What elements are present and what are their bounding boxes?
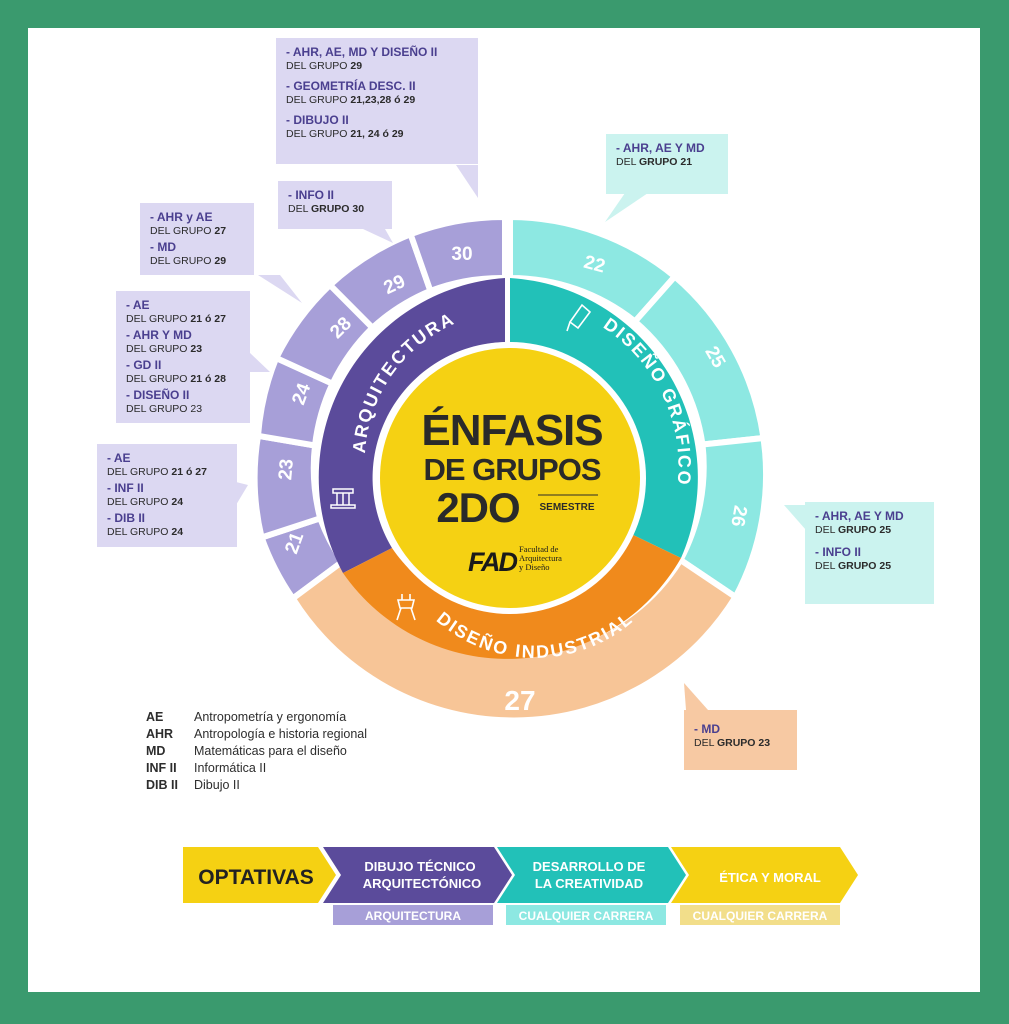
callout-group-23: - AE DEL GRUPO 21 ó 27 - INF II DEL GRUP…	[97, 444, 237, 547]
segment-arq-23	[251, 432, 324, 542]
ring-industrial	[343, 532, 681, 659]
group-30: 30	[451, 244, 472, 265]
callout-group-30: - INFO II DEL GRUPO 30	[278, 181, 392, 229]
ring-grafico	[510, 278, 698, 558]
center-circle	[380, 348, 640, 608]
segment-arq-30	[406, 213, 508, 295]
card: ARQUITECTURA DISEÑO GRÁFICO DISEÑO INDUS…	[28, 28, 980, 992]
ring-arquitectura	[318, 278, 505, 573]
callout-group-26: - AHR, AE Y MD DEL GRUPO 25 - INFO II DE…	[805, 502, 934, 604]
pen-nib-icon	[566, 303, 592, 332]
column-icon	[330, 488, 356, 509]
center-title-line1: ÉNFASIS	[421, 405, 602, 455]
emphasis-wheel: ARQUITECTURA DISEÑO GRÁFICO DISEÑO INDUS…	[236, 165, 806, 724]
center-title-line3: 2DO	[436, 484, 519, 531]
callout-group-27: - MD DEL GRUPO 23	[684, 710, 797, 770]
callout-group-28: - AHR y AE DEL GRUPO 27 - MD DEL GRUPO 2…	[140, 203, 254, 275]
callout-group-29: - AHR, AE, MD Y DISEÑO II DEL GRUPO 29 -…	[276, 38, 478, 164]
logo-sub2: Arquitectura	[519, 553, 562, 563]
center-title-line2: DE GRUPOS	[423, 452, 600, 487]
center-semester: SEMESTRE	[539, 502, 594, 513]
fad-logo: FAD	[468, 547, 518, 577]
group-26: 26	[726, 504, 750, 528]
logo-sub1: Facultad de	[519, 544, 559, 554]
callout-group-22: - AHR, AE Y MD DEL GRUPO 21	[606, 134, 728, 194]
callout-group-24: - AE DEL GRUPO 21 ó 27 - AHR Y MD DEL GR…	[116, 291, 250, 423]
group-23: 23	[275, 458, 298, 481]
chair-icon	[396, 594, 416, 621]
group-27: 27	[504, 685, 535, 716]
logo-sub3: y Diseño	[519, 562, 549, 572]
